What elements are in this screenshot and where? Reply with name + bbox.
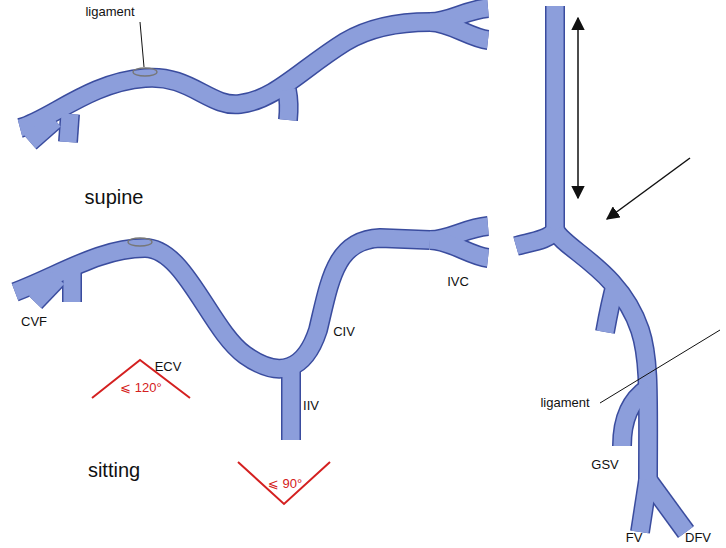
angle-label: ⩽ 120° <box>120 381 161 395</box>
vein-outline <box>516 230 555 246</box>
vein-label: IIV <box>303 399 319 413</box>
vein-fill <box>430 240 488 258</box>
vein-outline <box>605 282 616 332</box>
vein-outline <box>287 90 289 120</box>
vein-fill <box>555 230 648 482</box>
ligament-mark <box>133 68 157 76</box>
vein-outline <box>281 368 301 440</box>
angle-label: ⩽ 90° <box>268 477 302 491</box>
vein-fill <box>64 272 81 302</box>
vein-fill <box>648 480 686 532</box>
vein-outline <box>430 22 488 40</box>
vein-label: CIV <box>333 325 355 339</box>
vein-fill <box>287 90 289 120</box>
vein-fill <box>20 22 430 128</box>
vein-fill <box>605 282 616 332</box>
vein-fill <box>622 388 648 446</box>
vein-label: IVC <box>447 275 469 289</box>
motion-arrow <box>577 18 579 198</box>
vein-label: FV <box>626 531 643 545</box>
vein-fill <box>35 278 58 302</box>
vein-fill <box>15 238 430 369</box>
angle-mark <box>238 462 330 504</box>
ligament-label: ligament <box>540 396 589 410</box>
ligament-label: ligament <box>85 5 134 19</box>
vein-outline <box>20 22 430 128</box>
position-label: sitting <box>88 459 140 481</box>
leader-line <box>600 330 720 403</box>
vein-label: ECV <box>155 360 182 374</box>
angle-mark <box>92 360 190 398</box>
vein-fill <box>516 230 555 246</box>
vein-fill <box>283 368 300 440</box>
leader-line <box>140 22 144 67</box>
vein-group <box>15 6 686 532</box>
vein-outline <box>15 238 430 369</box>
vein-label: GSV <box>591 458 618 472</box>
vein-fill <box>547 6 564 232</box>
vein-outline <box>430 240 488 258</box>
vein-fill <box>430 22 488 40</box>
vein-outline <box>545 6 565 232</box>
position-label: supine <box>85 186 144 208</box>
vein-outline <box>68 114 70 142</box>
vein-label: CVF <box>21 315 47 329</box>
vein-label: DFV <box>685 531 711 545</box>
ligament-mark <box>128 238 152 246</box>
pressure-arrow <box>607 158 690 219</box>
vein-outline <box>648 480 686 532</box>
vein-outline <box>62 272 82 302</box>
vein-fill <box>30 120 55 142</box>
vein-fill <box>68 114 70 142</box>
vein-outline <box>555 230 648 482</box>
